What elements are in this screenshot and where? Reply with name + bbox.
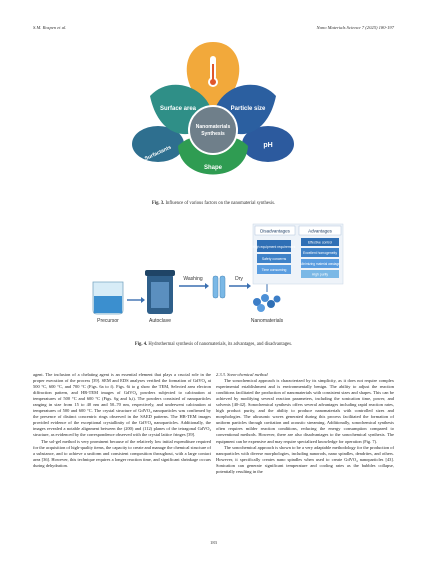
figure-3-caption-text: Influence of various factors on the nano… [165,201,276,206]
disadvantage-item: High equipment requirement [253,245,296,249]
advantage-item: Minimizing material wastage [300,262,340,266]
figure-4-caption: Fig. 4. Hydrothermal synthesis of nanoma… [0,342,427,347]
center-label-line1: Nanomaterials [196,124,231,130]
test-tube-icon [212,275,226,299]
label-temperature: Temperature [242,47,248,80]
left-paragraph-2: The sol-gel method is very prominent bec… [33,438,211,468]
label-surface-area: Surface area [160,106,197,112]
advantage-item: High purity [312,273,329,277]
label-ph: pH [263,142,272,149]
figure-4-diagram: Precursor Autoclave Washing Dry Nanomate… [92,223,344,324]
label-particle-size: Particle size [231,106,266,112]
pros-cons-panel: Disadvantages Advantages High equipment … [253,223,344,285]
thermometer-icon [208,56,218,87]
disadvantage-item: Safety concerns [262,257,287,261]
advantage-item: Excellent homogeneity [303,251,337,255]
section-heading: 2.3.3. Sono-chemical method [216,372,268,377]
figure-3-caption: Fig. 3. Influence of various factors on … [0,201,427,206]
beaker-icon [92,281,124,315]
nanoparticles-icon [253,294,281,312]
left-paragraph-1: agent. The inclusion of a chelating agen… [33,372,211,438]
label-shape: Shape [204,165,223,171]
left-column: agent. The inclusion of a chelating agen… [33,372,211,469]
label-particle-size-text: Particle size [231,106,266,112]
autoclave-icon [145,270,175,314]
center-circle [188,105,238,155]
label-dry: Dry [235,276,243,282]
right-column: 2.3.3. Sono-chemical method The sonochem… [216,372,394,475]
figure-3-diagram: Temperature Surface area Particle size S… [132,42,294,175]
page-number: 183 [210,540,217,545]
petal-surfactants [132,126,184,162]
label-nanomaterials: Nanomaterials [251,318,284,324]
disadvantages-title: Disadvantages [260,229,291,234]
figure-3-caption-label: Fig. 3. [151,201,165,206]
right-paragraph-1: The sonochemical approach is characteriz… [216,378,394,444]
running-header-authors: S.M. Rospen et al. [33,25,67,30]
center-label-line2: Synthesis [201,131,225,137]
advantage-item: Effective control [308,241,332,245]
label-precursor: Precursor [97,318,119,324]
petal-ph [242,126,294,162]
figure-4-caption-label: Fig. 4. [134,342,148,347]
label-autoclave: Autoclave [149,318,171,324]
disadvantage-item: Time consuming [262,268,287,272]
advantages-title: Advantages [308,229,333,234]
figure-4-caption-text: Hydrothermal synthesis of nanomaterials,… [148,342,293,347]
running-header-journal: Nano Materials Science 7 (2025) 180-197 [316,25,394,30]
label-surface-area-text: Surface area [160,106,197,112]
label-washing: Washing [183,276,202,282]
right-paragraph-2: The sonochemical approach is shown to be… [216,444,394,474]
